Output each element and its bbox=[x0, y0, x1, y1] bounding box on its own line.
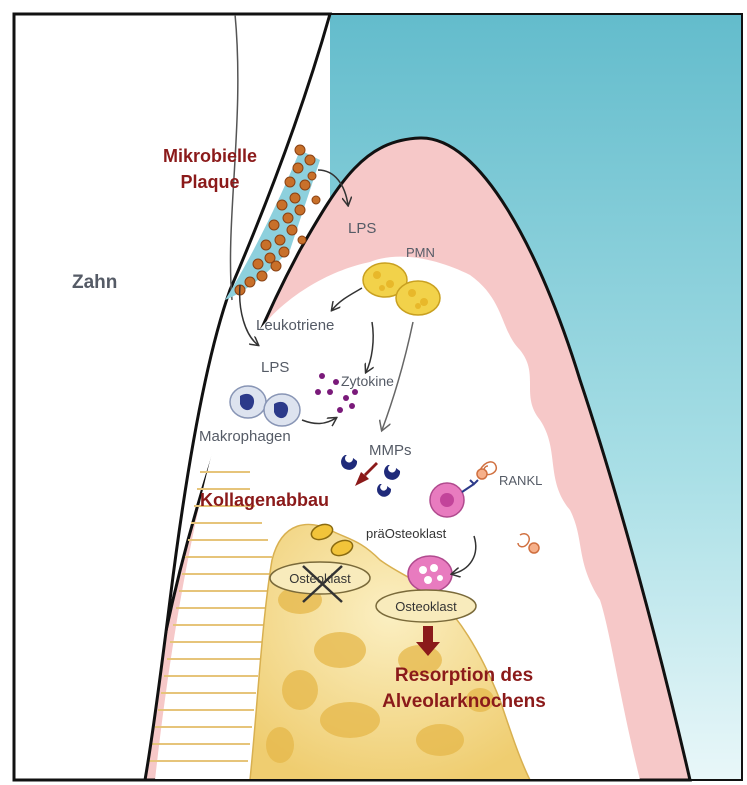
mmps-label: MMPs bbox=[369, 442, 412, 459]
preosteoclast-label: präOsteoklast bbox=[366, 526, 447, 541]
osteoclast-left-label: Osteoklast bbox=[289, 571, 351, 586]
cytokines-label: Zytokine bbox=[341, 373, 394, 389]
resorption-label-line1: Resorption des bbox=[395, 665, 533, 686]
plaque-label-line2: Plaque bbox=[180, 172, 239, 192]
rankl-label: RANKL bbox=[499, 473, 542, 488]
leukotriene-label: Leukotriene bbox=[256, 317, 334, 334]
macrophages-label: Makrophagen bbox=[199, 428, 291, 445]
lps-top-label: LPS bbox=[348, 220, 376, 237]
osteoclast-right-label: Osteoklast bbox=[395, 599, 457, 614]
osteoclast-cell bbox=[408, 556, 452, 592]
tooth-label: Zahn bbox=[72, 272, 117, 293]
pmn-label: PMN bbox=[406, 245, 435, 260]
plaque-label-line1: Mikrobielle bbox=[163, 146, 257, 166]
lps-left-label: LPS bbox=[261, 359, 289, 376]
resorption-label-line2: Alveolarknochens bbox=[382, 691, 546, 712]
collagen-degradation-label: Kollagenabbau bbox=[200, 490, 329, 510]
